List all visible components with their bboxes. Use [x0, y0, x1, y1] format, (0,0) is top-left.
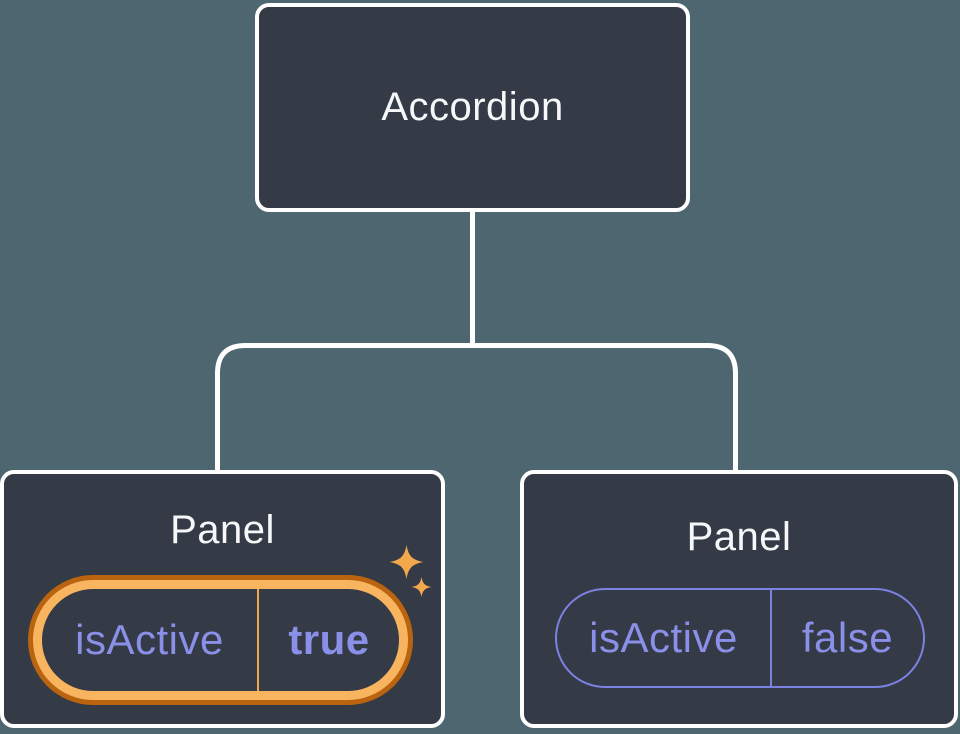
prop-name-cell: isActive: [42, 589, 257, 691]
node-panel-active: Panel isActive true: [0, 470, 445, 728]
prop-name-cell: isActive: [557, 590, 770, 686]
node-panel-inactive: Panel isActive false: [520, 470, 958, 728]
pill-divider: [257, 589, 259, 691]
panel-title: Panel: [686, 515, 792, 559]
prop-value-label: true: [288, 616, 370, 663]
prop-name-label: isActive: [589, 614, 738, 661]
sparkle-small-icon: [411, 577, 432, 597]
state-pill-active-ring: isActive true: [33, 580, 408, 700]
prop-value-cell: false: [772, 590, 923, 686]
state-pill-inactive: isActive false: [555, 588, 925, 688]
prop-value-label: false: [801, 614, 894, 661]
state-pill-active-body: isActive true: [42, 589, 399, 691]
node-accordion-label: Accordion: [381, 85, 564, 129]
panel-title: Panel: [170, 508, 275, 552]
prop-name-label: isActive: [75, 616, 224, 663]
pill-divider: [770, 590, 772, 686]
sparkle-large-icon: [389, 545, 424, 579]
prop-value-cell: true: [259, 589, 399, 691]
node-accordion: Accordion: [255, 3, 690, 212]
state-pill-active: isActive true: [28, 575, 413, 705]
connector-branch: [215, 343, 738, 474]
